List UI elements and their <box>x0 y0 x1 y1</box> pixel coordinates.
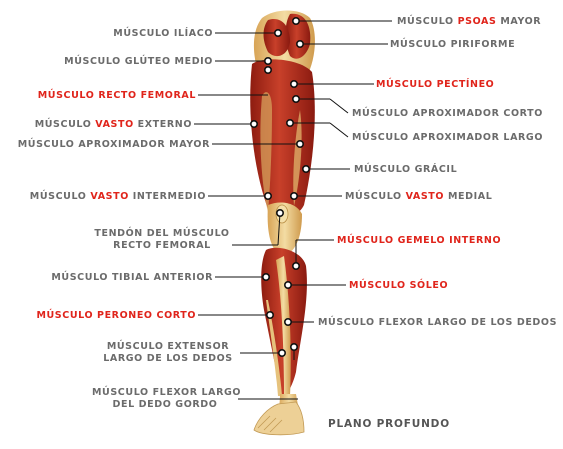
label-musculo-recto-femoral: MÚSCULO RECTO FEMORAL <box>37 90 196 101</box>
shin-tendon <box>276 256 291 396</box>
label-musculo-iliaco: MÚSCULO ILÍACO <box>113 28 213 39</box>
foot-shape <box>253 401 305 436</box>
label-musculo-gracil: MÚSCULO GRÁCIL <box>354 164 458 175</box>
label-musculo-psoas-mayor: MÚSCULO PSOAS MAYOR <box>397 16 542 27</box>
label-musculo-piriforme: MÚSCULO PIRIFORME <box>390 39 516 50</box>
label-points <box>250 16 310 357</box>
label-musculo-vasto-medial: MÚSCULO VASTO MEDIAL <box>345 191 493 202</box>
label-musculo-peroneo-corto: MÚSCULO PERONEO CORTO <box>36 310 196 321</box>
label-musculo-aproximador-mayor: MÚSCULO APROXIMADOR MAYOR <box>17 139 210 150</box>
thigh-tendon-1 <box>260 92 272 212</box>
fibula-tendon <box>266 300 282 396</box>
label-musculo-vasto-externo: MÚSCULO VASTO EXTERNO <box>34 119 192 130</box>
toe-lines <box>257 415 283 433</box>
label-musculo-aproximador-largo: MÚSCULO APROXIMADOR LARGO <box>352 132 544 143</box>
thigh-shape <box>250 59 315 219</box>
label-musculo-pectineo: MÚSCULO PECTÍNEO <box>376 79 495 90</box>
label-musculo-vasto-intermedio: MÚSCULO VASTO INTERMEDIO <box>29 191 206 202</box>
label-musculo-gluteo-medio: MÚSCULO GLÚTEO MEDIO <box>64 56 213 67</box>
iliaco-shape <box>263 18 290 57</box>
label-musculo-flexor-largo-dedos: MÚSCULO FLEXOR LARGO DE LOS DEDOS <box>318 317 558 328</box>
label-musculo-gemelo-interno: MÚSCULO GEMELO INTERNO <box>337 235 502 246</box>
caption-plano-profundo: PLANO PROFUNDO <box>328 418 450 430</box>
label-musculo-soleo: MÚSCULO SÓLEO <box>349 280 449 291</box>
label-musculo-tibial-anterior: MÚSCULO TIBIAL ANTERIOR <box>51 272 213 283</box>
label-musculo-aproximador-corto: MÚSCULO APROXIMADOR CORTO <box>352 108 543 119</box>
leader-lines <box>194 20 392 400</box>
psoas-shape <box>285 13 311 59</box>
thigh-tendon-2 <box>293 110 302 206</box>
